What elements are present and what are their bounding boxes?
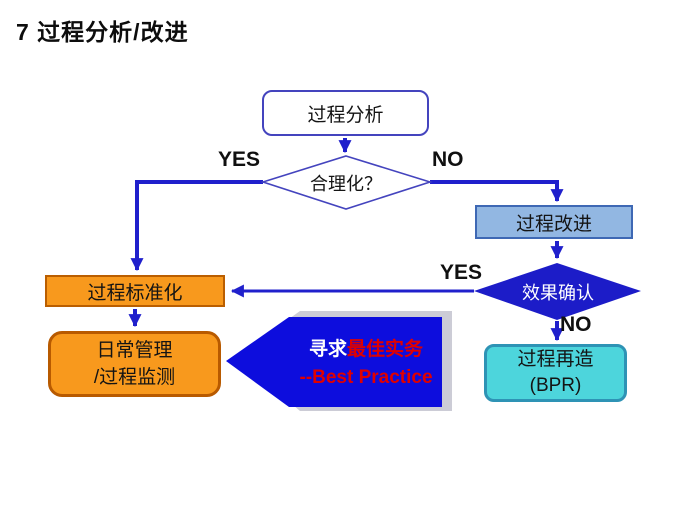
edge-label-rationalize-yes: YES: [218, 148, 261, 171]
best-practice-text: 寻求最佳实务 --Best Practice: [278, 336, 454, 392]
node-bpr: 过程再造 (BPR): [484, 344, 627, 402]
best-practice-highlight: 最佳实务: [347, 339, 424, 360]
best-practice-line2: --Best Practice: [299, 367, 433, 388]
decision-confirm-label: 效果确认: [522, 283, 594, 303]
best-practice-line1: 寻求最佳实务: [278, 336, 454, 364]
best-practice-prefix: 寻求: [308, 339, 347, 360]
node-bpr-line2: (BPR): [529, 375, 582, 396]
node-process-improve-label: 过程改进: [515, 213, 592, 235]
decision-rationalize-label: 合理化？: [310, 174, 382, 194]
edge-label-rationalize-no: NO: [432, 148, 464, 171]
decision-confirm-diamond: [474, 263, 641, 320]
edge-label-confirm-yes: YES: [440, 261, 483, 284]
node-process-standardize-label: 过程标准化: [87, 282, 183, 304]
slide-title: 7 过程分析/改进: [16, 19, 189, 45]
node-daily-management-line2: /过程监测: [93, 367, 176, 388]
decision-rationalize-diamond: [260, 155, 433, 210]
node-process-analysis-label: 过程分析: [307, 104, 384, 126]
node-process-analysis: 过程分析: [262, 90, 429, 136]
edge-rationalize-no-branch: [430, 180, 564, 203]
node-process-standardize: 过程标准化: [45, 275, 225, 307]
best-practice-arrow-shape: [226, 317, 442, 407]
node-daily-management-line1: 日常管理: [96, 340, 173, 361]
node-bpr-line1: 过程再造: [517, 349, 594, 370]
edge-rationalize-yes-branch: [130, 180, 263, 272]
edge-label-confirm-no: NO: [560, 313, 592, 336]
node-process-improve: 过程改进: [475, 205, 633, 239]
node-daily-management: 日常管理 /过程监测: [48, 331, 221, 397]
